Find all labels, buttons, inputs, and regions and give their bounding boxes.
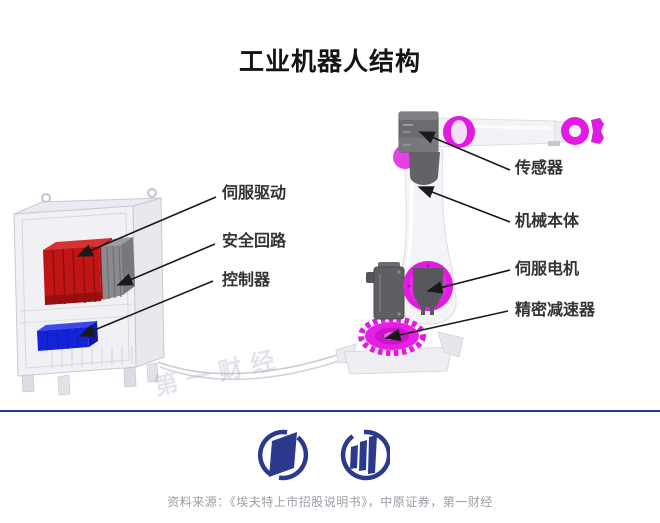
controller-block bbox=[37, 321, 98, 351]
cabinet-vents bbox=[51, 346, 133, 368]
wrist-joint bbox=[561, 117, 589, 145]
circle-parallelogram-logo-icon bbox=[257, 429, 309, 481]
circle-bars-logo-icon bbox=[340, 429, 390, 481]
robot-arm bbox=[335, 111, 604, 375]
label-servo-motor: 伺服电机 bbox=[515, 261, 580, 278]
servo-motor-left bbox=[366, 262, 405, 320]
source-citation: 资料来源：《埃夫特上市招股说明书》，中原证券，第一财经 bbox=[167, 495, 493, 509]
label-sensor: 传感器 bbox=[515, 160, 564, 177]
robot-structure-diagram bbox=[13, 111, 604, 396]
label-safety-circuit: 安全回路 bbox=[222, 233, 287, 250]
robot-base bbox=[335, 331, 464, 375]
footer-divider bbox=[0, 410, 660, 412]
label-mechanical-body: 机械本体 bbox=[515, 213, 580, 230]
safety-circuit-block bbox=[101, 237, 135, 300]
label-controller: 控制器 bbox=[222, 272, 271, 289]
cable-bundle bbox=[157, 351, 351, 381]
page-title: 工业机器人结构 bbox=[238, 48, 421, 76]
control-cabinet bbox=[13, 188, 165, 396]
end-effector bbox=[591, 118, 604, 144]
leader-arrows bbox=[76, 131, 511, 342]
shoulder-joint-ring bbox=[443, 116, 475, 148]
label-servo-drive: 伺服驱动 bbox=[222, 185, 287, 202]
label-precision-reducer: 精密减速器 bbox=[515, 302, 596, 319]
publisher-logos bbox=[257, 429, 390, 481]
